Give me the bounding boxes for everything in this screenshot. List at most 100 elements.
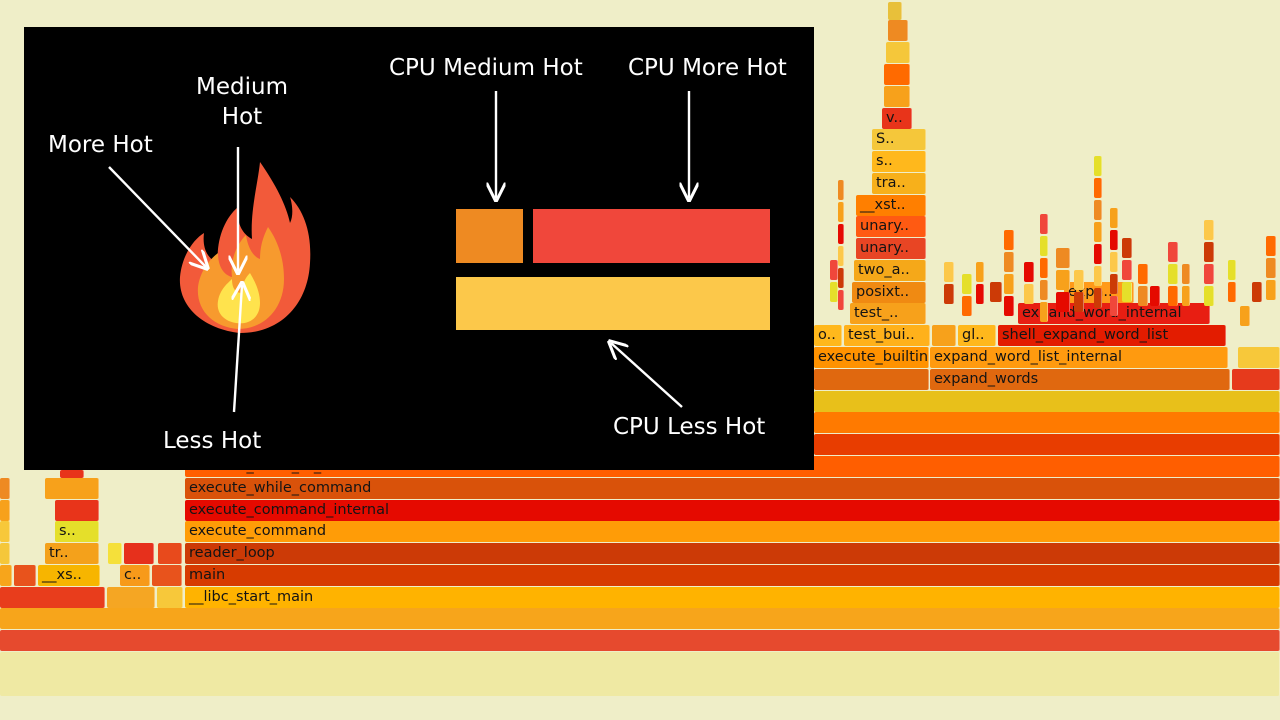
flame-frame[interactable] bbox=[157, 587, 183, 608]
flame-frame[interactable] bbox=[1232, 369, 1280, 390]
flame-frame-narrow[interactable] bbox=[1040, 236, 1048, 256]
flame-frame-narrow[interactable] bbox=[1110, 274, 1118, 294]
flame-frame-narrow[interactable] bbox=[1266, 236, 1276, 256]
flame-frame-narrow[interactable] bbox=[1094, 288, 1102, 308]
flame-frame-narrow[interactable] bbox=[1024, 284, 1034, 304]
flame-frame-narrow[interactable] bbox=[1040, 302, 1048, 322]
flame-frame[interactable] bbox=[152, 565, 182, 586]
flame-frame-narrow[interactable] bbox=[1074, 270, 1084, 290]
flame-frame-narrow[interactable] bbox=[1168, 286, 1178, 306]
flame-frame-narrow[interactable] bbox=[1138, 286, 1148, 306]
flame-frame[interactable] bbox=[108, 543, 122, 564]
flame-frame-narrow[interactable] bbox=[1094, 200, 1102, 220]
flame-frame-narrow[interactable] bbox=[1138, 264, 1148, 284]
frame-gl[interactable]: gl.. bbox=[958, 325, 996, 346]
flame-frame-narrow[interactable] bbox=[1056, 248, 1070, 268]
flame-root-band[interactable] bbox=[0, 652, 1280, 696]
flame-frame[interactable] bbox=[60, 470, 84, 478]
flame-frame-narrow[interactable] bbox=[1110, 208, 1118, 228]
flame-frame-narrow[interactable] bbox=[838, 290, 844, 310]
flame-frame-narrow[interactable] bbox=[1024, 262, 1034, 282]
frame-reader-loop[interactable]: reader_loop bbox=[185, 543, 1280, 564]
flame-frame[interactable] bbox=[932, 325, 956, 346]
frame-tra[interactable]: tra.. bbox=[872, 173, 926, 194]
flame-frame[interactable] bbox=[0, 543, 10, 564]
flame-frame-narrow[interactable] bbox=[1228, 260, 1236, 280]
flame-frame[interactable] bbox=[0, 587, 105, 608]
flame-frame-narrow[interactable] bbox=[1074, 292, 1084, 312]
flame-frame-narrow[interactable] bbox=[944, 262, 954, 282]
flame-frame-narrow[interactable] bbox=[1004, 296, 1014, 316]
flame-frame-narrow[interactable] bbox=[1110, 252, 1118, 272]
flame-frame-narrow[interactable] bbox=[1168, 264, 1178, 284]
frame-S[interactable]: S.. bbox=[872, 129, 926, 150]
flame-frame-narrow[interactable] bbox=[1266, 258, 1276, 278]
flame-frame[interactable] bbox=[888, 2, 902, 20]
flame-frame[interactable] bbox=[0, 630, 1280, 651]
frame-s-left[interactable]: s.. bbox=[55, 521, 99, 542]
flame-frame-narrow[interactable] bbox=[1094, 156, 1102, 176]
flame-frame-narrow[interactable] bbox=[1122, 282, 1132, 302]
flame-frame[interactable] bbox=[814, 391, 1280, 412]
frame-execute-while-command[interactable]: execute_while_command bbox=[185, 478, 1280, 499]
flame-frame-narrow[interactable] bbox=[1204, 286, 1214, 306]
flame-frame-narrow[interactable] bbox=[1182, 264, 1190, 284]
flame-frame-narrow[interactable] bbox=[1094, 244, 1102, 264]
flame-frame-narrow[interactable] bbox=[1004, 230, 1014, 250]
frame-expand-words[interactable]: expand_words bbox=[930, 369, 1230, 390]
flame-frame-narrow[interactable] bbox=[976, 284, 984, 304]
flame-frame-narrow[interactable] bbox=[962, 296, 972, 316]
flame-frame[interactable] bbox=[884, 64, 910, 85]
flame-frame-narrow[interactable] bbox=[838, 246, 844, 266]
flame-frame-narrow[interactable] bbox=[1150, 286, 1160, 306]
flame-frame[interactable] bbox=[814, 434, 1280, 455]
flame-frame[interactable] bbox=[0, 478, 10, 499]
flame-frame-narrow[interactable] bbox=[1110, 296, 1118, 316]
flame-frame-narrow[interactable] bbox=[1122, 238, 1132, 258]
flame-frame-narrow[interactable] bbox=[1094, 266, 1102, 286]
frame-main[interactable]: main bbox=[185, 565, 1280, 586]
flame-frame-narrow[interactable] bbox=[1040, 280, 1048, 300]
flame-frame-narrow[interactable] bbox=[1094, 178, 1102, 198]
flame-frame[interactable] bbox=[14, 565, 36, 586]
flame-frame-narrow[interactable] bbox=[838, 268, 844, 288]
flame-frame-narrow[interactable] bbox=[830, 260, 838, 280]
flame-frame-narrow[interactable] bbox=[1122, 260, 1132, 280]
flame-frame-narrow[interactable] bbox=[1056, 270, 1070, 290]
frame-execute-builtin[interactable]: execute_builtin bbox=[814, 347, 929, 368]
flame-frame[interactable] bbox=[886, 42, 910, 63]
flame-frame-narrow[interactable] bbox=[1040, 258, 1048, 278]
flame-frame-narrow[interactable] bbox=[1110, 230, 1118, 250]
flame-frame-narrow[interactable] bbox=[976, 262, 984, 282]
flame-frame[interactable] bbox=[814, 412, 1280, 433]
flame-frame-narrow[interactable] bbox=[990, 282, 1002, 302]
frame-expand-word-list-internal[interactable]: expand_word_list_internal bbox=[930, 347, 1228, 368]
frame-test[interactable]: test_.. bbox=[850, 303, 926, 324]
frame-execute-command[interactable]: execute_command bbox=[185, 521, 1280, 542]
flame-frame-narrow[interactable] bbox=[1204, 242, 1214, 262]
frame-tr[interactable]: tr.. bbox=[45, 543, 99, 564]
frame-unary-1[interactable]: unary.. bbox=[856, 238, 926, 259]
flame-frame[interactable] bbox=[158, 543, 182, 564]
frame-c[interactable]: c.. bbox=[120, 565, 150, 586]
flame-frame[interactable] bbox=[55, 500, 99, 521]
flame-frame-narrow[interactable] bbox=[1266, 280, 1276, 300]
flame-frame-narrow[interactable] bbox=[838, 202, 844, 222]
flame-frame-narrow[interactable] bbox=[830, 282, 838, 302]
frame-xstat[interactable]: __xst.. bbox=[856, 195, 926, 216]
flame-frame-narrow[interactable] bbox=[1004, 274, 1014, 294]
flame-frame[interactable] bbox=[0, 500, 10, 521]
flame-frame[interactable] bbox=[884, 86, 910, 107]
frame-execute-command-internal[interactable]: execute_command_internal bbox=[185, 500, 1280, 521]
flame-frame[interactable] bbox=[0, 608, 1280, 629]
frame-libc-start-main[interactable]: __libc_start_main bbox=[185, 587, 1280, 608]
flame-frame-narrow[interactable] bbox=[1252, 282, 1262, 302]
flame-frame-narrow[interactable] bbox=[1204, 264, 1214, 284]
flame-frame[interactable] bbox=[1238, 347, 1280, 368]
flame-frame[interactable] bbox=[888, 20, 908, 41]
flame-frame[interactable] bbox=[0, 521, 10, 542]
flame-frame-narrow[interactable] bbox=[1228, 282, 1236, 302]
frame-posixtest[interactable]: posixt.. bbox=[852, 282, 926, 303]
frame-two-arg[interactable]: two_a.. bbox=[854, 260, 926, 281]
flame-frame[interactable] bbox=[124, 543, 154, 564]
